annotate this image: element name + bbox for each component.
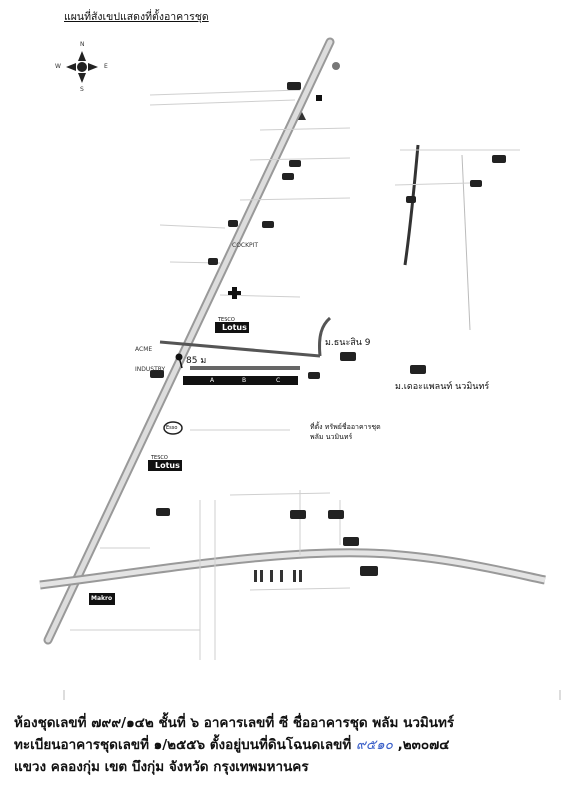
address-block: ห้องชุดเลขที่ ๗๙๙/๑๔๒ ชั้นที่ ๖ อาคารเลข… (14, 712, 554, 778)
main-road-nawamin (43, 37, 335, 645)
tanasin-label: ม.ธนะสิน 9 (325, 338, 371, 348)
fuel-drop-icon (298, 112, 306, 120)
compass-s-label: S (80, 86, 84, 93)
distance-label: 85 ม (186, 356, 207, 366)
car-icons (150, 82, 506, 576)
lotus-label-bottom: Lotus (155, 461, 180, 470)
handwritten-deed-number: ๙๕๑๐ (356, 737, 393, 753)
the-planet-label: ม.เดอะแพลนท์ นวมินทร์ (395, 382, 490, 392)
tesco-lotus-logo-bottom (148, 460, 182, 471)
compass-e-label: E (104, 63, 108, 70)
landmark-circle-icon (332, 62, 340, 70)
address-line-1: ห้องชุดเลขที่ ๗๙๙/๑๔๒ ชั้นที่ ๖ อาคารเลข… (14, 715, 455, 731)
building-a-label: A (210, 377, 215, 384)
map-title: แผนที่สังเขปแสดงที่ตั้งอาคารชุด (64, 11, 209, 23)
makro-label: Makro (91, 595, 113, 602)
esso-label: Esso (166, 425, 178, 431)
compass-w-label: W (55, 63, 61, 70)
tesco-label-bottom: TESCO (151, 455, 168, 461)
site-label-line1: ที่ตั้ง ทรัพย์ชื่ออาคารชุด (310, 423, 381, 431)
compass-rose-icon (66, 51, 98, 83)
soi-road-to-site (159, 340, 321, 358)
address-line-2-suffix: ,๒๓๐๗๔ (397, 737, 450, 753)
cockpit-label: COCKPIT (232, 242, 259, 249)
bottom-main-road (39, 548, 546, 590)
map-canvas (39, 37, 561, 700)
tesco-lotus-logo-top (215, 322, 249, 333)
address-line-2-prefix: ทะเบียนอาคารชุดเลขที่ ๑/๒๕๕๖ ตั้งอยู่บนท… (14, 737, 352, 753)
building-b-label: B (242, 377, 247, 384)
tesco-label-top: TESCO (218, 317, 235, 323)
address-line-2: ทะเบียนอาคารชุดเลขที่ ๑/๒๕๕๖ ตั้งอยู่บนท… (14, 734, 554, 756)
location-pin-icon (175, 353, 183, 369)
makro-logo (89, 593, 115, 605)
compass-n-label: N (80, 41, 85, 48)
esso-logo (163, 421, 183, 435)
building-blocks (183, 366, 302, 582)
hospital-cross-icon (228, 287, 241, 299)
address-line-3: แขวง คลองกุ่ม เขต บึงกุ่ม จังหวัด กรุงเท… (14, 759, 309, 775)
right-vertical-road (403, 144, 420, 266)
landmark-square-icon (316, 95, 322, 101)
building-c-label: C (276, 377, 281, 384)
lotus-label-top: Lotus (222, 323, 247, 332)
site-label-line2: พลัม นวมินทร์ (310, 433, 353, 441)
acme-label: ACME (135, 346, 153, 353)
industry-label: INDUSTRY (135, 366, 166, 373)
